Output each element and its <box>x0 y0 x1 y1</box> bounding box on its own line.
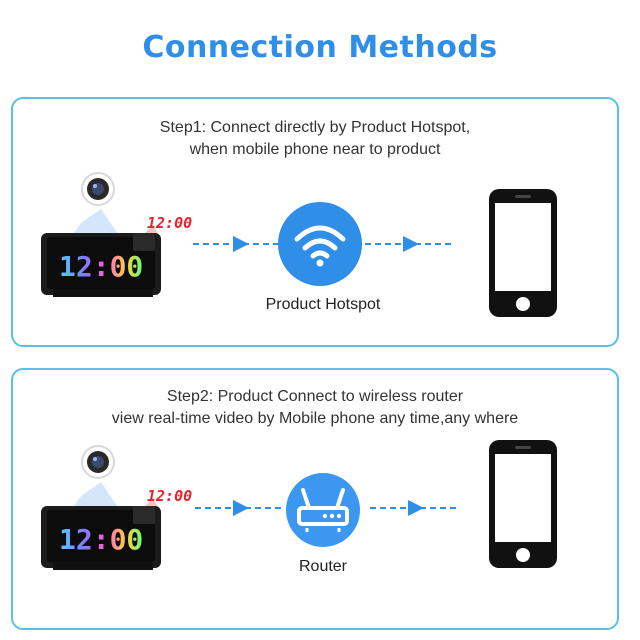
step1-panel: Step1: Connect directly by Product Hotsp… <box>11 97 619 347</box>
router-label: Router <box>298 558 348 575</box>
step2-description: Step2: Product Connect to wireless route… <box>13 386 617 430</box>
clock-display: 12:00 <box>59 523 143 556</box>
step2-line2: view real-time video by Mobile phone any… <box>111 410 519 427</box>
projection-display: 12:00 <box>147 487 192 505</box>
clock-camera-device: 12:00 12:00 <box>41 445 192 570</box>
step2-panel: Step2: Product Connect to wireless route… <box>11 368 619 630</box>
page-title: Connection Methods <box>142 30 498 65</box>
arrow-right-icon <box>365 236 451 252</box>
step1-line1: Step1: Connect directly by Product Hotsp… <box>159 119 471 136</box>
hotspot-label: Product Hotspot <box>265 296 381 313</box>
arrow-right-icon <box>193 236 279 252</box>
clock-camera-device: 12:00 12:00 <box>41 172 192 297</box>
clock-display: 12:00 <box>59 250 143 283</box>
step1-description: Step1: Connect directly by Product Hotsp… <box>13 117 617 161</box>
arrow-right-icon <box>195 500 281 516</box>
mobile-phone-icon <box>489 440 557 568</box>
mobile-phone-icon <box>489 189 557 317</box>
step1-line2: when mobile phone near to product <box>189 141 441 158</box>
step2-line1: Step2: Product Connect to wireless route… <box>166 388 464 405</box>
arrow-right-icon <box>370 500 456 516</box>
wifi-hotspot-icon <box>278 202 362 286</box>
router-icon <box>286 473 360 547</box>
projection-display: 12:00 <box>147 214 192 232</box>
